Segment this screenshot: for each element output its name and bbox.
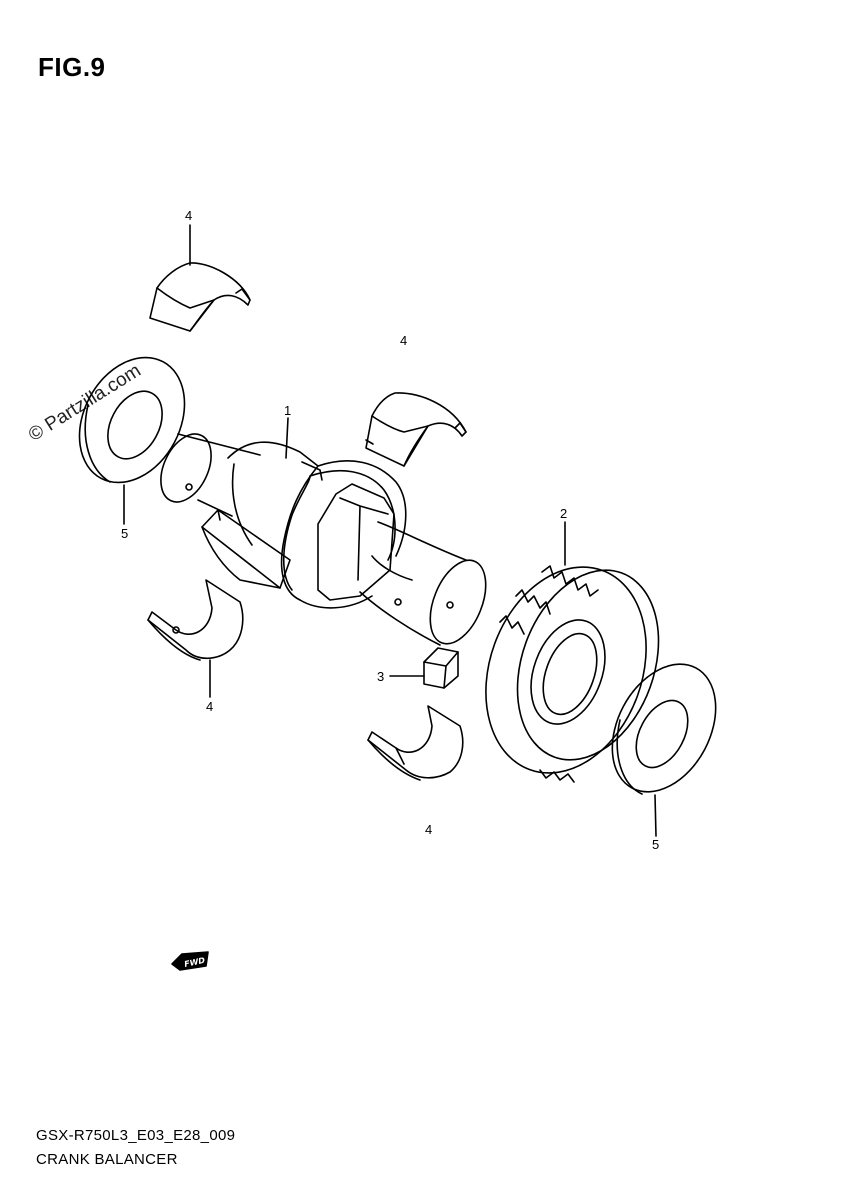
bearing-shell-upper-right [365, 392, 467, 467]
callout-5-left: 5 [121, 526, 129, 541]
callout-3: 3 [377, 669, 385, 684]
leader-5-right [654, 794, 657, 837]
diagram-name: CRANK BALANCER [36, 1151, 178, 1168]
balancer-gear [485, 565, 660, 783]
thrust-washer-right [611, 663, 717, 795]
thrust-washer-left [78, 356, 186, 484]
fwd-arrow-icon [171, 951, 209, 971]
fwd-arrow-label: FWD [183, 956, 206, 969]
leader-1 [285, 417, 289, 459]
callout-4-lower-left: 4 [206, 699, 214, 714]
callout-1: 1 [284, 403, 292, 418]
bearing-shell-lower-left [147, 579, 244, 661]
bearing-shell-top [149, 262, 251, 332]
diagram-code: GSX-R750L3_E03_E28_009 [36, 1127, 236, 1144]
callout-4-top: 4 [185, 208, 193, 223]
callout-4-upper-right: 4 [400, 333, 408, 348]
figure-title: FIG.9 [38, 52, 106, 82]
woodruff-key [423, 647, 459, 689]
callout-4-bottom: 4 [425, 822, 433, 837]
callout-5-right: 5 [652, 837, 660, 852]
bearing-shell-lower-right [367, 705, 464, 781]
balancer-shaft [160, 433, 487, 646]
callout-2: 2 [560, 506, 568, 521]
